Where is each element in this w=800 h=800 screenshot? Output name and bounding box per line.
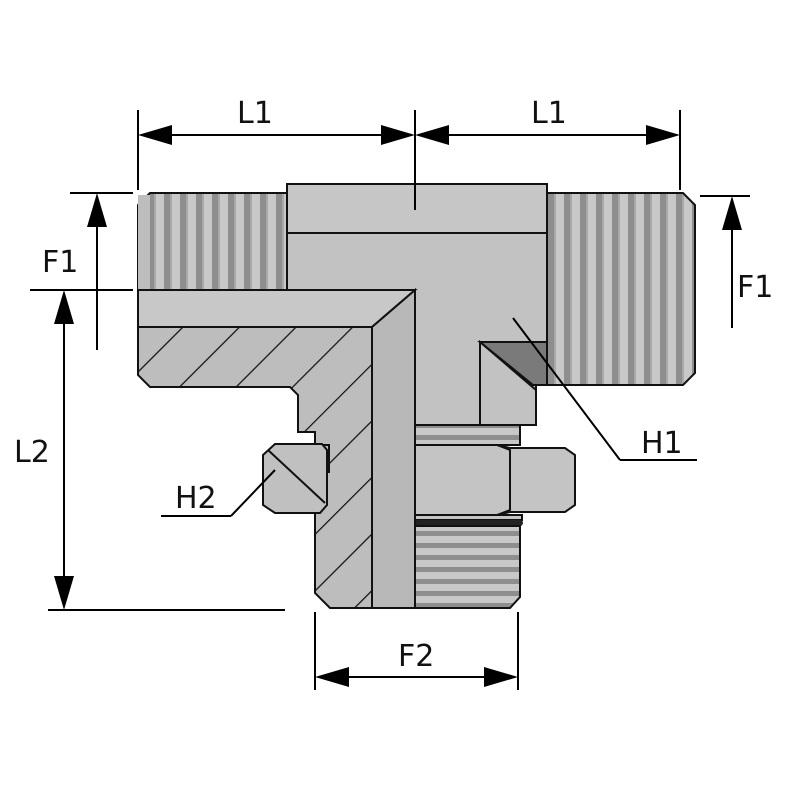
- label-h1: H1: [641, 426, 683, 461]
- label-l1-right: L1: [531, 96, 567, 131]
- label-l2: L2: [14, 435, 50, 470]
- label-l1-left: L1: [237, 96, 273, 131]
- neck-thread: [414, 424, 521, 446]
- label-f1-left: F1: [42, 245, 78, 280]
- hex-nut: [414, 444, 576, 521]
- tee-body: [286, 183, 548, 426]
- small-hex-nut: [262, 443, 328, 514]
- section-cut: [137, 287, 418, 609]
- label-f2: F2: [398, 639, 434, 674]
- right-thread: [546, 192, 696, 386]
- label-h2: H2: [175, 481, 217, 516]
- bottom-thread: [414, 525, 521, 609]
- dimension-lines: [30, 110, 750, 690]
- o-ring: [415, 520, 523, 526]
- label-f1-right: F1: [737, 270, 773, 305]
- left-thread: [137, 192, 288, 291]
